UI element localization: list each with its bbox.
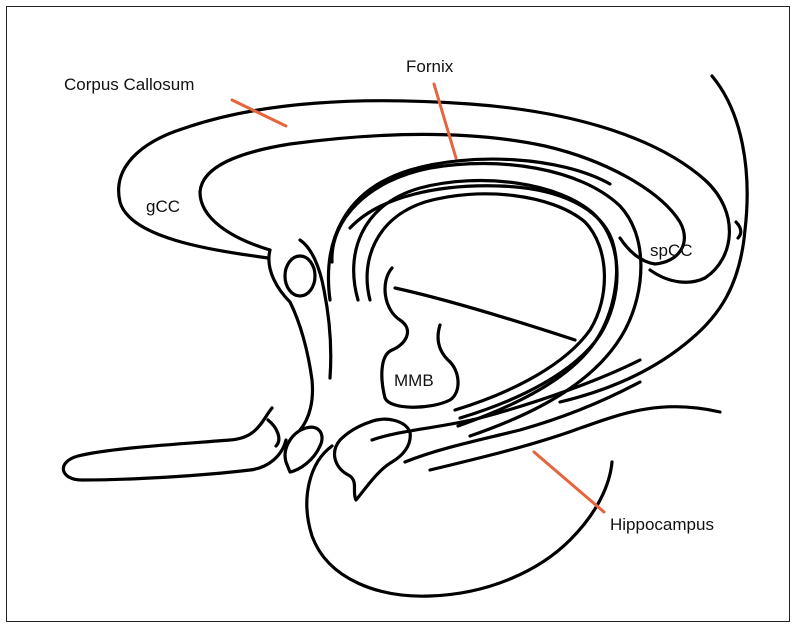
optic-lower xyxy=(63,408,286,480)
splenium-tick xyxy=(736,222,741,238)
septum-front xyxy=(269,250,313,430)
label-hippocampus: Hippocampus xyxy=(610,515,714,534)
label-fornix: Fornix xyxy=(406,57,454,76)
anterior-commissure xyxy=(285,256,315,296)
label-mmb: MMB xyxy=(394,371,434,390)
fornix-arc-4 xyxy=(332,164,641,436)
parahippocampal-outer xyxy=(307,446,612,596)
optic-stub xyxy=(268,420,279,446)
uncus xyxy=(335,419,411,500)
label-gcc: gCC xyxy=(146,197,180,216)
label-corpus-callosum: Corpus Callosum xyxy=(64,75,194,94)
label-spcc: spCC xyxy=(650,241,693,260)
septum-back xyxy=(300,240,331,378)
leader-fornix xyxy=(434,84,456,158)
leader-hippocampus xyxy=(534,452,604,512)
hippocampus-lower xyxy=(430,407,720,470)
thalamus-line xyxy=(395,288,575,340)
